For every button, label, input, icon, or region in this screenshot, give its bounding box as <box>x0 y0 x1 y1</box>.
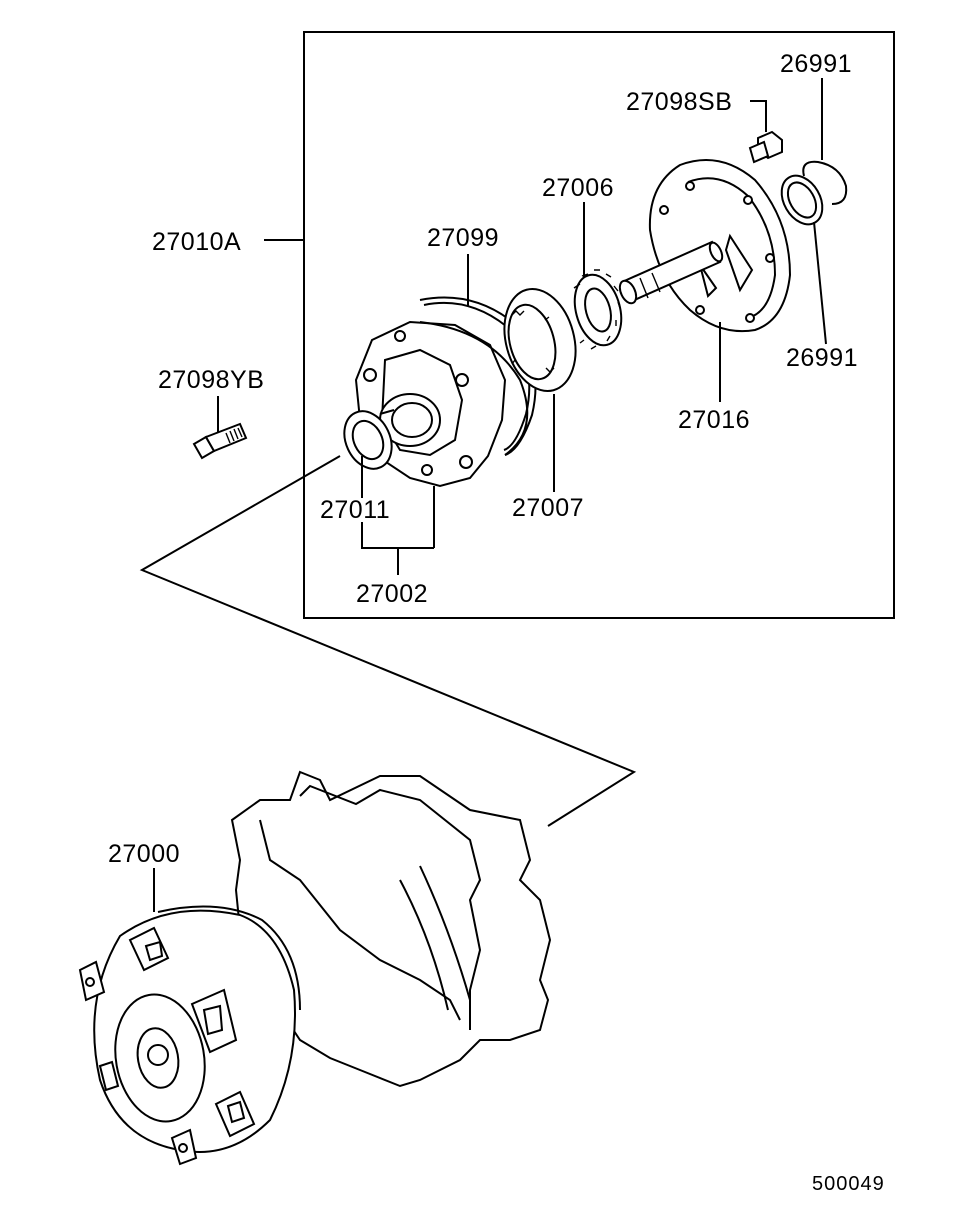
label-27098yb: 27098YB <box>158 366 264 394</box>
label-27011: 27011 <box>320 496 390 524</box>
label-27000: 27000 <box>108 840 180 868</box>
label-26991-top: 26991 <box>780 50 852 78</box>
label-27002: 27002 <box>356 580 428 608</box>
label-26991-right: 26991 <box>786 344 858 372</box>
label-27010a: 27010A <box>152 228 241 256</box>
label-27098sb: 27098SB <box>626 88 732 116</box>
pump-assembly-box <box>303 31 895 619</box>
stator-shaft-27016-icon <box>618 159 792 333</box>
label-27006: 27006 <box>542 174 614 202</box>
transmission-case-icon <box>230 770 552 1088</box>
label-27016: 27016 <box>678 406 750 434</box>
seal-rings-26991-icon <box>780 160 848 226</box>
label-27099: 27099 <box>427 224 499 252</box>
label-27007: 27007 <box>512 494 584 522</box>
diagram-code: 500049 <box>812 1173 885 1195</box>
oil-seal-27011-icon <box>343 409 395 470</box>
inner-gear-27006-icon <box>573 269 623 350</box>
bolt-27098yb-icon <box>192 396 248 460</box>
bolt-27098sb-icon <box>748 130 783 164</box>
torque-converter-27000-icon <box>78 905 301 1166</box>
outer-gear-27007-icon <box>503 288 577 392</box>
